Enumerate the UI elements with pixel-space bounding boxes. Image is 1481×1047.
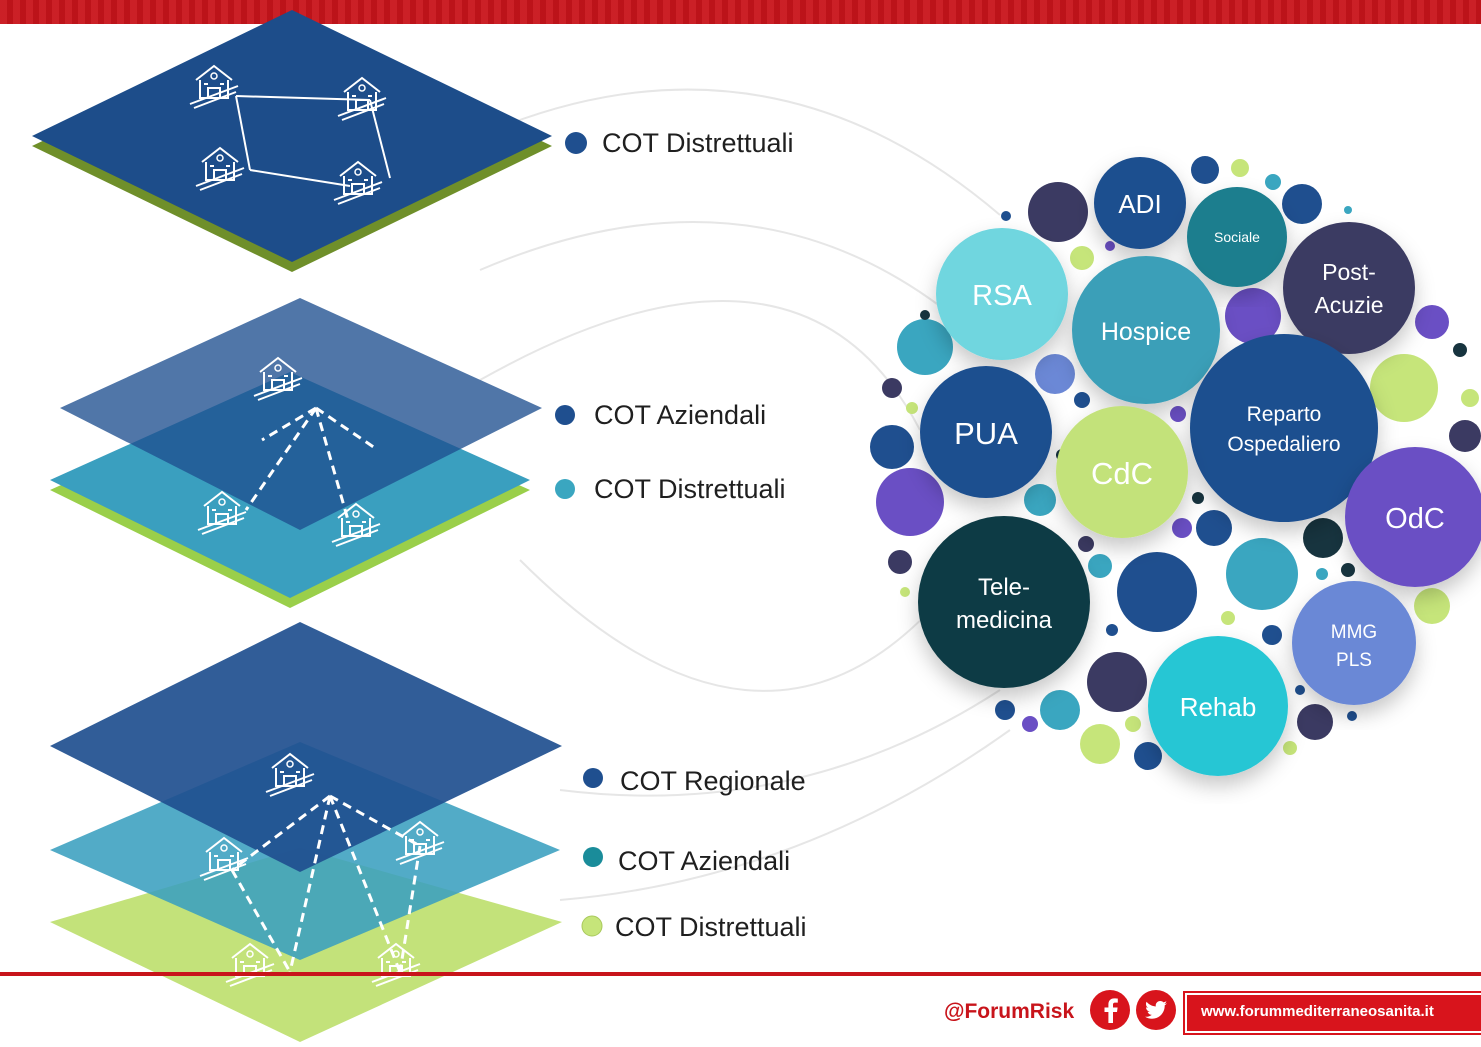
connector-arcs bbox=[469, 88, 1011, 901]
service-bubble-cluster: ADI Sociale Post- Acuzie RSA Hospice Rep… bbox=[870, 156, 1481, 776]
legend-level-3: COT Regionale COT Aziendali COT Distrett… bbox=[581, 766, 807, 942]
website-link[interactable]: www.forummediterraneosanita.it bbox=[1185, 993, 1481, 1033]
legend-label: COT Distrettuali bbox=[615, 912, 807, 942]
top-banner bbox=[0, 0, 1481, 24]
svg-text:Acuzie: Acuzie bbox=[1314, 292, 1383, 318]
twitter-icon[interactable] bbox=[1136, 990, 1176, 1030]
small-decorative-bubbles bbox=[870, 156, 1481, 770]
legend-level-2: COT Aziendali COT Distrettuali bbox=[555, 400, 786, 504]
bubble-rsa: RSA bbox=[936, 228, 1068, 360]
legend-dot bbox=[583, 847, 603, 867]
bubble-pua: PUA bbox=[920, 366, 1052, 498]
bubble-adi: ADI bbox=[1094, 157, 1186, 249]
svg-text:MMG: MMG bbox=[1331, 622, 1377, 643]
facebook-icon[interactable] bbox=[1090, 990, 1130, 1030]
level-3-layers bbox=[50, 622, 562, 1042]
level-2-layers bbox=[50, 298, 542, 608]
svg-text:PUA: PUA bbox=[954, 416, 1018, 451]
svg-text:Sociale: Sociale bbox=[1214, 229, 1260, 245]
legend-dot bbox=[583, 768, 603, 788]
svg-text:PLS: PLS bbox=[1336, 650, 1372, 671]
svg-text:medicina: medicina bbox=[956, 607, 1053, 634]
bubble-post-acuzie: Post- Acuzie bbox=[1283, 222, 1415, 354]
bubble-sociale: Sociale bbox=[1187, 187, 1287, 287]
svg-text:ADI: ADI bbox=[1118, 189, 1161, 219]
legend-level-1: COT Distrettuali bbox=[565, 128, 794, 158]
bubble-cdc: CdC bbox=[1056, 406, 1188, 538]
svg-text:Tele-: Tele- bbox=[978, 574, 1030, 601]
bubble-mmg-pls: MMG PLS bbox=[1292, 581, 1416, 705]
legend-label: COT Aziendali bbox=[618, 846, 790, 876]
svg-text:Ospedaliero: Ospedaliero bbox=[1227, 433, 1340, 456]
banner-texture bbox=[0, 0, 1481, 24]
bubble-hospice: Hospice bbox=[1072, 256, 1220, 404]
svg-text:CdC: CdC bbox=[1091, 456, 1153, 491]
level-2-links bbox=[244, 406, 379, 521]
svg-text:Hospice: Hospice bbox=[1101, 318, 1191, 346]
level-3-links bbox=[230, 794, 422, 973]
svg-text:OdC: OdC bbox=[1385, 503, 1445, 535]
level-1-layer bbox=[32, 10, 552, 272]
legend-dot bbox=[555, 405, 575, 425]
legend-label: COT Distrettuali bbox=[602, 128, 794, 158]
legend-dot bbox=[555, 479, 575, 499]
bubble-reparto-ospedaliero: Reparto Ospedaliero bbox=[1190, 334, 1378, 522]
bubble-rehab: Rehab bbox=[1148, 636, 1288, 776]
legend-dot bbox=[581, 915, 603, 937]
legend-dot bbox=[565, 132, 587, 154]
bubble-odc: OdC bbox=[1345, 447, 1481, 587]
svg-text:Reparto: Reparto bbox=[1247, 403, 1322, 426]
social-handle[interactable]: @ForumRisk bbox=[944, 1000, 1075, 1023]
bubble-telemedicina: Tele- medicina bbox=[918, 516, 1090, 688]
legend-label: COT Distrettuali bbox=[594, 474, 786, 504]
svg-text:RSA: RSA bbox=[972, 280, 1032, 312]
svg-text:Post-: Post- bbox=[1322, 259, 1376, 285]
legend-label: COT Aziendali bbox=[594, 400, 766, 430]
svg-text:Rehab: Rehab bbox=[1180, 692, 1257, 722]
footer-divider bbox=[0, 972, 1481, 976]
website-url[interactable]: www.forummediterraneosanita.it bbox=[1201, 1003, 1434, 1020]
legend-label: COT Regionale bbox=[620, 766, 806, 796]
